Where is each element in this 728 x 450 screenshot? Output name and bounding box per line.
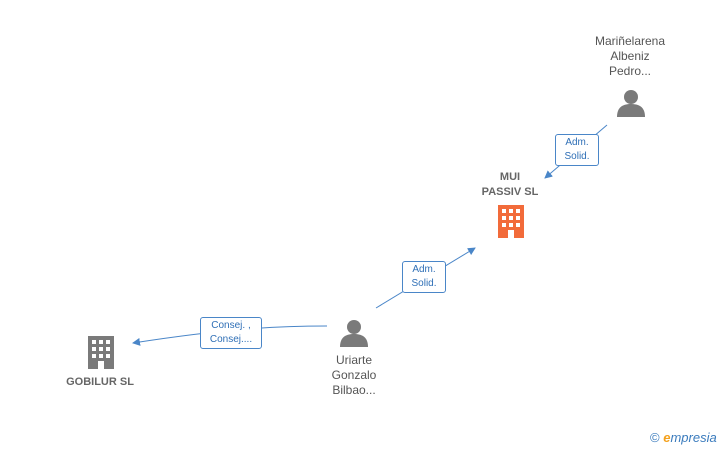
node-label-uriarte: Uriarte Gonzalo Bilbao... <box>304 353 404 398</box>
node-label-line: PASSIV SL <box>481 186 539 198</box>
building-icon[interactable] <box>86 335 116 370</box>
edge-label-line: Adm. <box>565 137 589 148</box>
edge-label-uriarte-gobilur[interactable]: Consej. , Consej.... <box>200 317 262 349</box>
building-icon[interactable] <box>496 204 526 239</box>
edge-label-line: Solid. <box>411 278 437 289</box>
edge-label-line: Consej. , <box>211 320 251 331</box>
edge-label-line: Consej.... <box>209 334 253 345</box>
edge-label-marinelarena-mui[interactable]: Adm. Solid. <box>555 134 599 166</box>
node-label-marinelarena: Mariñelarena Albeniz Pedro... <box>575 34 685 79</box>
brand-footer: © empresia <box>650 430 717 445</box>
brand-logo-initial: e <box>663 430 671 445</box>
node-label-gobilur: GOBILUR SL <box>50 375 150 390</box>
edge-label-line: Adm. <box>412 264 436 275</box>
node-label-line: Albeniz <box>610 49 650 63</box>
person-icon[interactable] <box>616 88 646 118</box>
edge-label-line: Solid. <box>564 151 590 162</box>
node-label-line: MUI <box>499 171 521 183</box>
node-label-line: Uriarte <box>335 353 372 367</box>
node-label-line: Gonzalo <box>331 368 377 382</box>
node-label-line: Bilbao... <box>332 383 376 397</box>
node-label-line: Pedro... <box>608 64 652 78</box>
node-label-line: Mariñelarena <box>594 34 666 48</box>
edge-label-uriarte-mui[interactable]: Adm. Solid. <box>402 261 446 293</box>
copyright-symbol: © <box>650 430 660 445</box>
person-icon[interactable] <box>339 318 369 348</box>
brand-logo-text: mpresia <box>670 430 717 445</box>
node-label-mui: MUI PASSIV SL <box>460 170 560 200</box>
node-label-line: GOBILUR SL <box>66 376 134 388</box>
